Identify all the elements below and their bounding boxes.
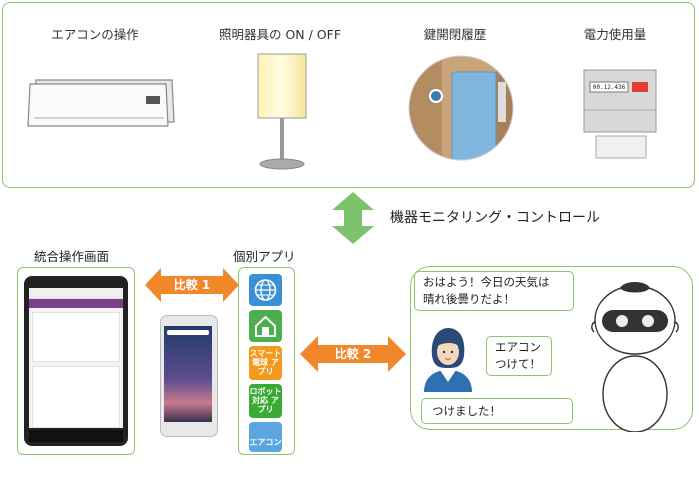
app-aircon[interactable]: エアコン [249,422,282,452]
robot-greeting-bubble: おはよう！今日の天気は 晴れ後曇りだよ！ [414,271,574,311]
integrated-screen-box [17,267,135,455]
lamp-illustration [257,53,307,170]
app-home[interactable] [249,310,282,342]
power-meter-illustration [583,69,657,159]
power-label: 電力使用量 [583,27,647,42]
tablet-screen [29,288,123,428]
comparison-1-arrow [145,268,239,302]
robot-app-label: ロボット 対応 アプリ [249,387,282,414]
integrated-label: 統合操作画面 [34,249,110,264]
app-smart-bulb[interactable]: スマート 電球 アプリ [249,346,282,380]
robot-reply-bubble: つけました！ [421,398,573,424]
connector-label: 機器モニタリング・コントロール [390,210,600,226]
lock-label: 鍵開閉履歴 [423,27,487,42]
individual-apps-box [238,267,295,455]
app-globe[interactable] [249,274,282,306]
aircon-illustration [27,79,175,127]
lighting-label: 照明器具の ON / OFF [218,27,342,42]
robot-illustration [591,282,679,432]
smart-bulb-app-label: スマート 電球 アプリ [249,349,282,376]
tablet-nav-bar [29,430,123,442]
person-request-bubble: エアコン つけて！ [486,336,552,376]
reply-text: つけました！ [432,404,501,418]
request-line-2: つけて！ [495,357,541,371]
greeting-line-1: おはよう！今日の天気は [423,275,550,289]
aircon-label: エアコンの操作 [51,27,139,42]
vertical-double-arrow [332,192,374,244]
app-robot[interactable]: ロボット 対応 アプリ [249,384,282,418]
greeting-line-2: 晴れ後曇りだよ！ [423,292,515,306]
aircon-app-label: エアコン [249,438,282,447]
globe-icon [254,279,277,301]
smartphone-screen [164,326,212,422]
comparison-2-arrow [300,336,406,372]
devices-panel [2,2,695,188]
door-lock-photo [408,55,514,161]
comparison-1-label: 比較 1 [173,278,211,292]
meter-reading: 00.12.436 [592,84,626,91]
conversation-box [410,266,693,430]
individual-label: 個別アプリ [233,249,296,264]
person-avatar [424,328,472,392]
request-line-1: エアコン [495,340,541,354]
comparison-2-label: 比較 2 [334,347,372,361]
home-icon [255,315,276,337]
